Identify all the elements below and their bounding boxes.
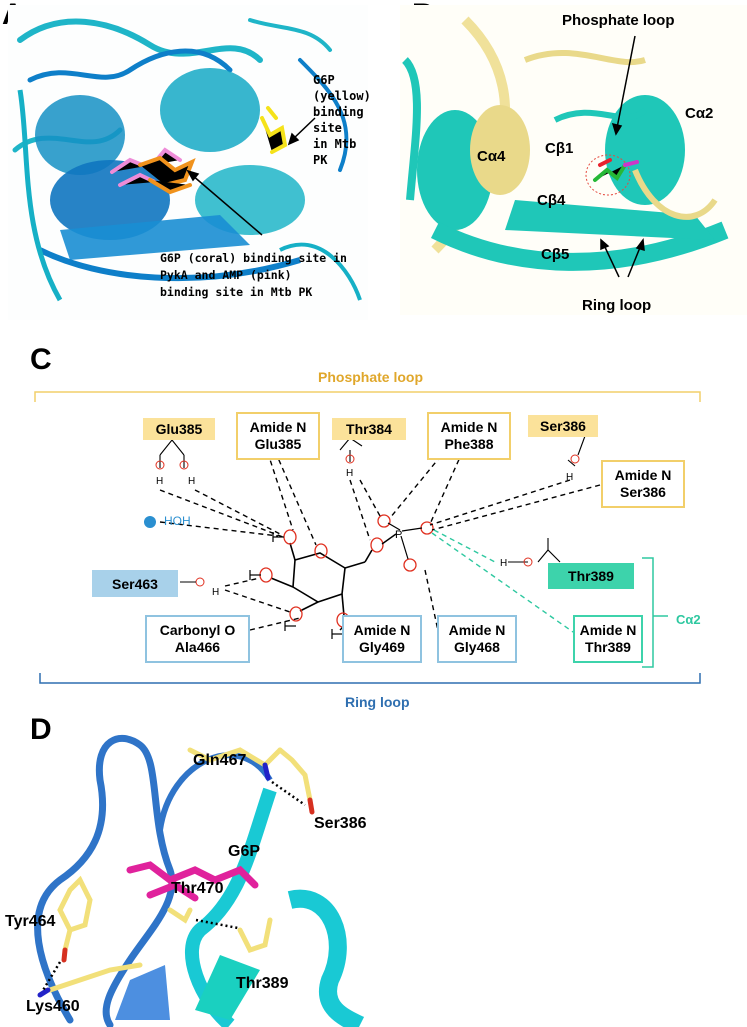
label-thr470: Thr470 [171, 880, 224, 897]
box-amide-thr389: Amide N Thr389 [573, 615, 643, 663]
panel-b-cb4-label: Cβ4 [537, 192, 566, 209]
box-amide-ser386: Amide N Ser386 [601, 460, 685, 508]
box-carbonyl-ala466: Carbonyl O Ala466 [145, 615, 250, 663]
residue-thr389: Thr389 [548, 563, 634, 589]
panel-letter-c: C [30, 343, 52, 376]
annot1-line1: G6P (yellow) [313, 73, 371, 103]
panel-b-structure-image [400, 5, 747, 315]
ser463-h: H [212, 587, 219, 598]
phosphorus-atom: P [395, 529, 402, 541]
box-amide-gly468-line2: Gly468 [454, 639, 500, 655]
residue-thr384: Thr384 [332, 418, 406, 440]
glu-h-1: H [156, 476, 163, 487]
box-amide-glu385-line2: Glu385 [254, 436, 302, 452]
panel-letter-d: D [30, 713, 52, 746]
box-amide-gly468: Amide N Gly468 [437, 615, 517, 663]
box-amide-ser386-line2: Ser386 [620, 484, 666, 500]
panel-b-phosphate-loop-label: Phosphate loop [562, 12, 675, 29]
box-amide-gly468-line1: Amide N [448, 622, 506, 638]
hoh-label: HOH [164, 514, 191, 528]
thr-h: H [346, 468, 353, 479]
box-carbonyl-ala466-line2: Ala466 [174, 639, 221, 655]
label-tyr464: Tyr464 [5, 913, 56, 930]
box-amide-gly469: Amide N Gly469 [342, 615, 422, 663]
ser-h: H [566, 472, 573, 483]
ca2-label: Cα2 [676, 612, 701, 627]
panel-b-cb1-label: Cβ1 [545, 140, 574, 157]
box-amide-thr389-line1: Amide N [579, 622, 637, 638]
label-lys460: Lys460 [26, 998, 80, 1015]
panel-b-ring-loop-label: Ring loop [582, 297, 652, 314]
label-ser386: Ser386 [314, 815, 367, 832]
ring-loop-label: Ring loop [345, 694, 410, 710]
box-amide-glu385: Amide N Glu385 [236, 412, 320, 460]
box-amide-glu385-line1: Amide N [249, 419, 307, 435]
residue-ser463: Ser463 [92, 570, 178, 597]
annot2-line3: binding site in Mtb PK [160, 285, 313, 299]
glu-h-2: H [188, 476, 195, 487]
label-g6p: G6P [228, 843, 261, 860]
label-thr389: Thr389 [236, 975, 289, 992]
box-amide-phe388-line2: Phe388 [444, 436, 494, 452]
box-amide-phe388: Amide N Phe388 [427, 412, 511, 460]
panel-b-cb5-label: Cβ5 [541, 246, 570, 263]
annot1-line3: in Mtb PK [313, 137, 357, 167]
panel-a-structure-image [8, 5, 368, 320]
box-carbonyl-ala466-line1: Carbonyl O [159, 622, 236, 638]
panel-a-annotation-g6p-yellow: G6P (yellow) binding site in Mtb PK [313, 72, 377, 168]
interaction-diagram: P H H H H H H [34, 391, 701, 684]
box-amide-gly469-line1: Amide N [353, 622, 411, 638]
box-amide-thr389-line2: Thr389 [585, 639, 631, 655]
panel-d-structure-image [34, 734, 365, 1027]
box-amide-phe388-line1: Amide N [440, 419, 498, 435]
panel-b-ca4-label: Cα4 [477, 148, 506, 165]
box-amide-gly469-line2: Gly469 [359, 639, 405, 655]
label-gln467: Gln467 [193, 752, 247, 769]
annot1-line2: binding site [313, 105, 364, 135]
residue-glu385: Glu385 [143, 418, 215, 440]
thr389-h: H [500, 558, 507, 569]
box-amide-ser386-line1: Amide N [614, 467, 672, 483]
water-molecule-icon [144, 516, 156, 528]
residue-ser386: Ser386 [528, 415, 598, 437]
annot2-line1: G6P (coral) binding site in [160, 251, 347, 265]
panel-a-annotation-g6p-coral: G6P (coral) binding site in PykA and AMP… [160, 250, 375, 301]
phosphate-loop-label: Phosphate loop [318, 369, 423, 385]
panel-b-ca2-label: Cα2 [685, 105, 714, 122]
annot2-line2: PykA and AMP (pink) [160, 268, 292, 282]
